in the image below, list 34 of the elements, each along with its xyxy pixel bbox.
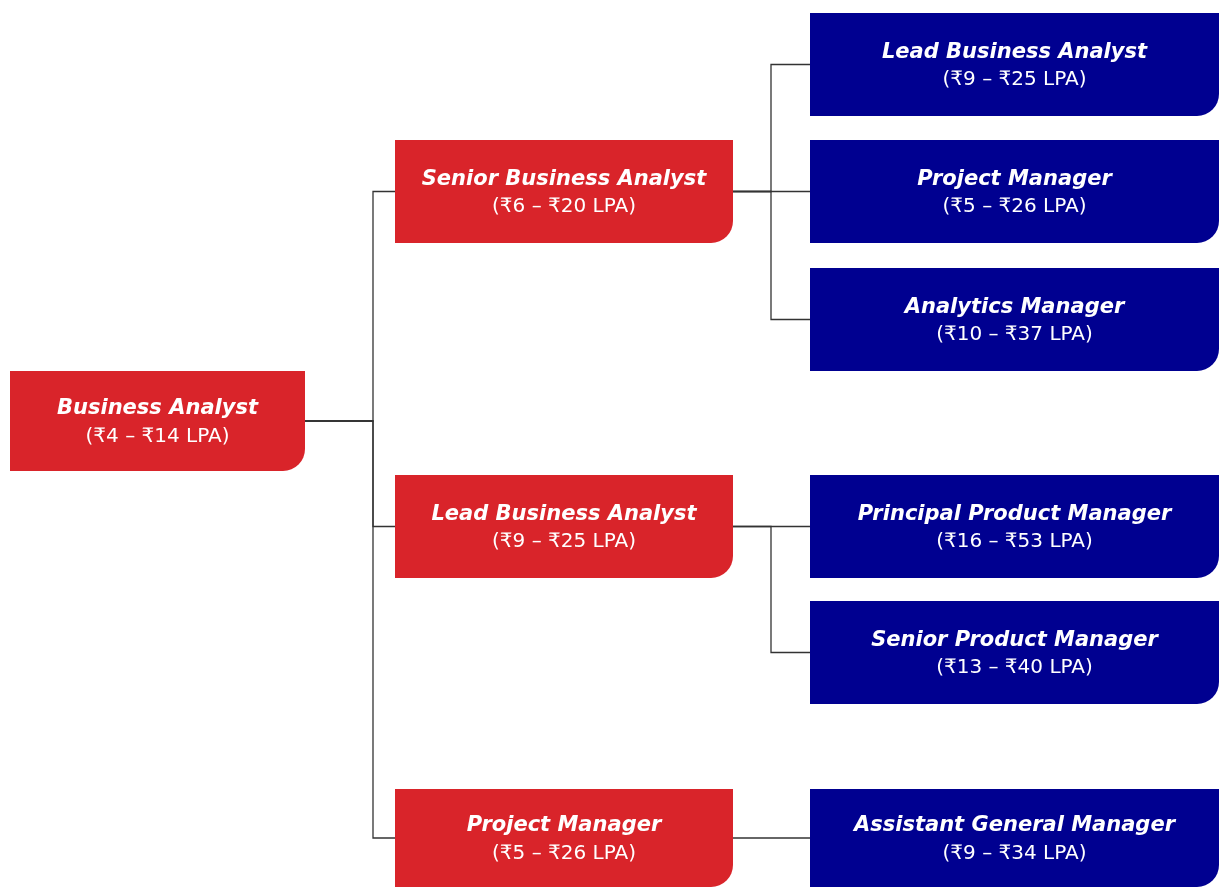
salary-range: (₹9 – ₹34 LPA)	[942, 838, 1087, 865]
role-title: Lead Business Analyst	[431, 499, 697, 527]
role-title: Project Manager	[466, 811, 662, 839]
role-title: Project Manager	[917, 164, 1112, 192]
role-box	[810, 475, 1219, 578]
salary-range: (₹5 – ₹26 LPA)	[492, 838, 636, 865]
salary-range: (₹16 – ₹53 LPA)	[936, 527, 1093, 554]
role-title: Senior Product Manager	[871, 625, 1158, 653]
salary-range: (₹10 – ₹37 LPA)	[936, 320, 1093, 347]
connector-line	[732, 837, 811, 839]
connector-line	[732, 525, 811, 654]
role-box	[395, 140, 733, 243]
role-box	[810, 13, 1219, 116]
role-box	[395, 789, 733, 887]
connector-line	[304, 420, 396, 839]
role-title: Analytics Manager	[904, 292, 1125, 320]
role-box	[10, 371, 305, 471]
salary-range: (₹13 – ₹40 LPA)	[936, 653, 1093, 680]
role-title: Principal Product Manager	[857, 499, 1172, 527]
role-box	[810, 140, 1219, 243]
role-box	[810, 268, 1219, 371]
role-title: Lead Business Analyst	[881, 37, 1148, 65]
salary-range: (₹9 – ₹25 LPA)	[942, 65, 1087, 92]
salary-range: (₹4 – ₹14 LPA)	[85, 421, 230, 448]
role-box	[810, 601, 1219, 704]
role-title: Business Analyst	[57, 394, 258, 422]
salary-range: (₹6 – ₹20 LPA)	[492, 192, 636, 219]
salary-range: (₹5 – ₹26 LPA)	[942, 192, 1087, 219]
connector-line	[732, 190, 811, 321]
role-box	[810, 789, 1219, 887]
role-title: Senior Business Analyst	[421, 164, 707, 192]
salary-range: (₹9 – ₹25 LPA)	[492, 527, 636, 554]
role-box	[395, 475, 733, 578]
role-title: Assistant General Manager	[854, 811, 1175, 839]
